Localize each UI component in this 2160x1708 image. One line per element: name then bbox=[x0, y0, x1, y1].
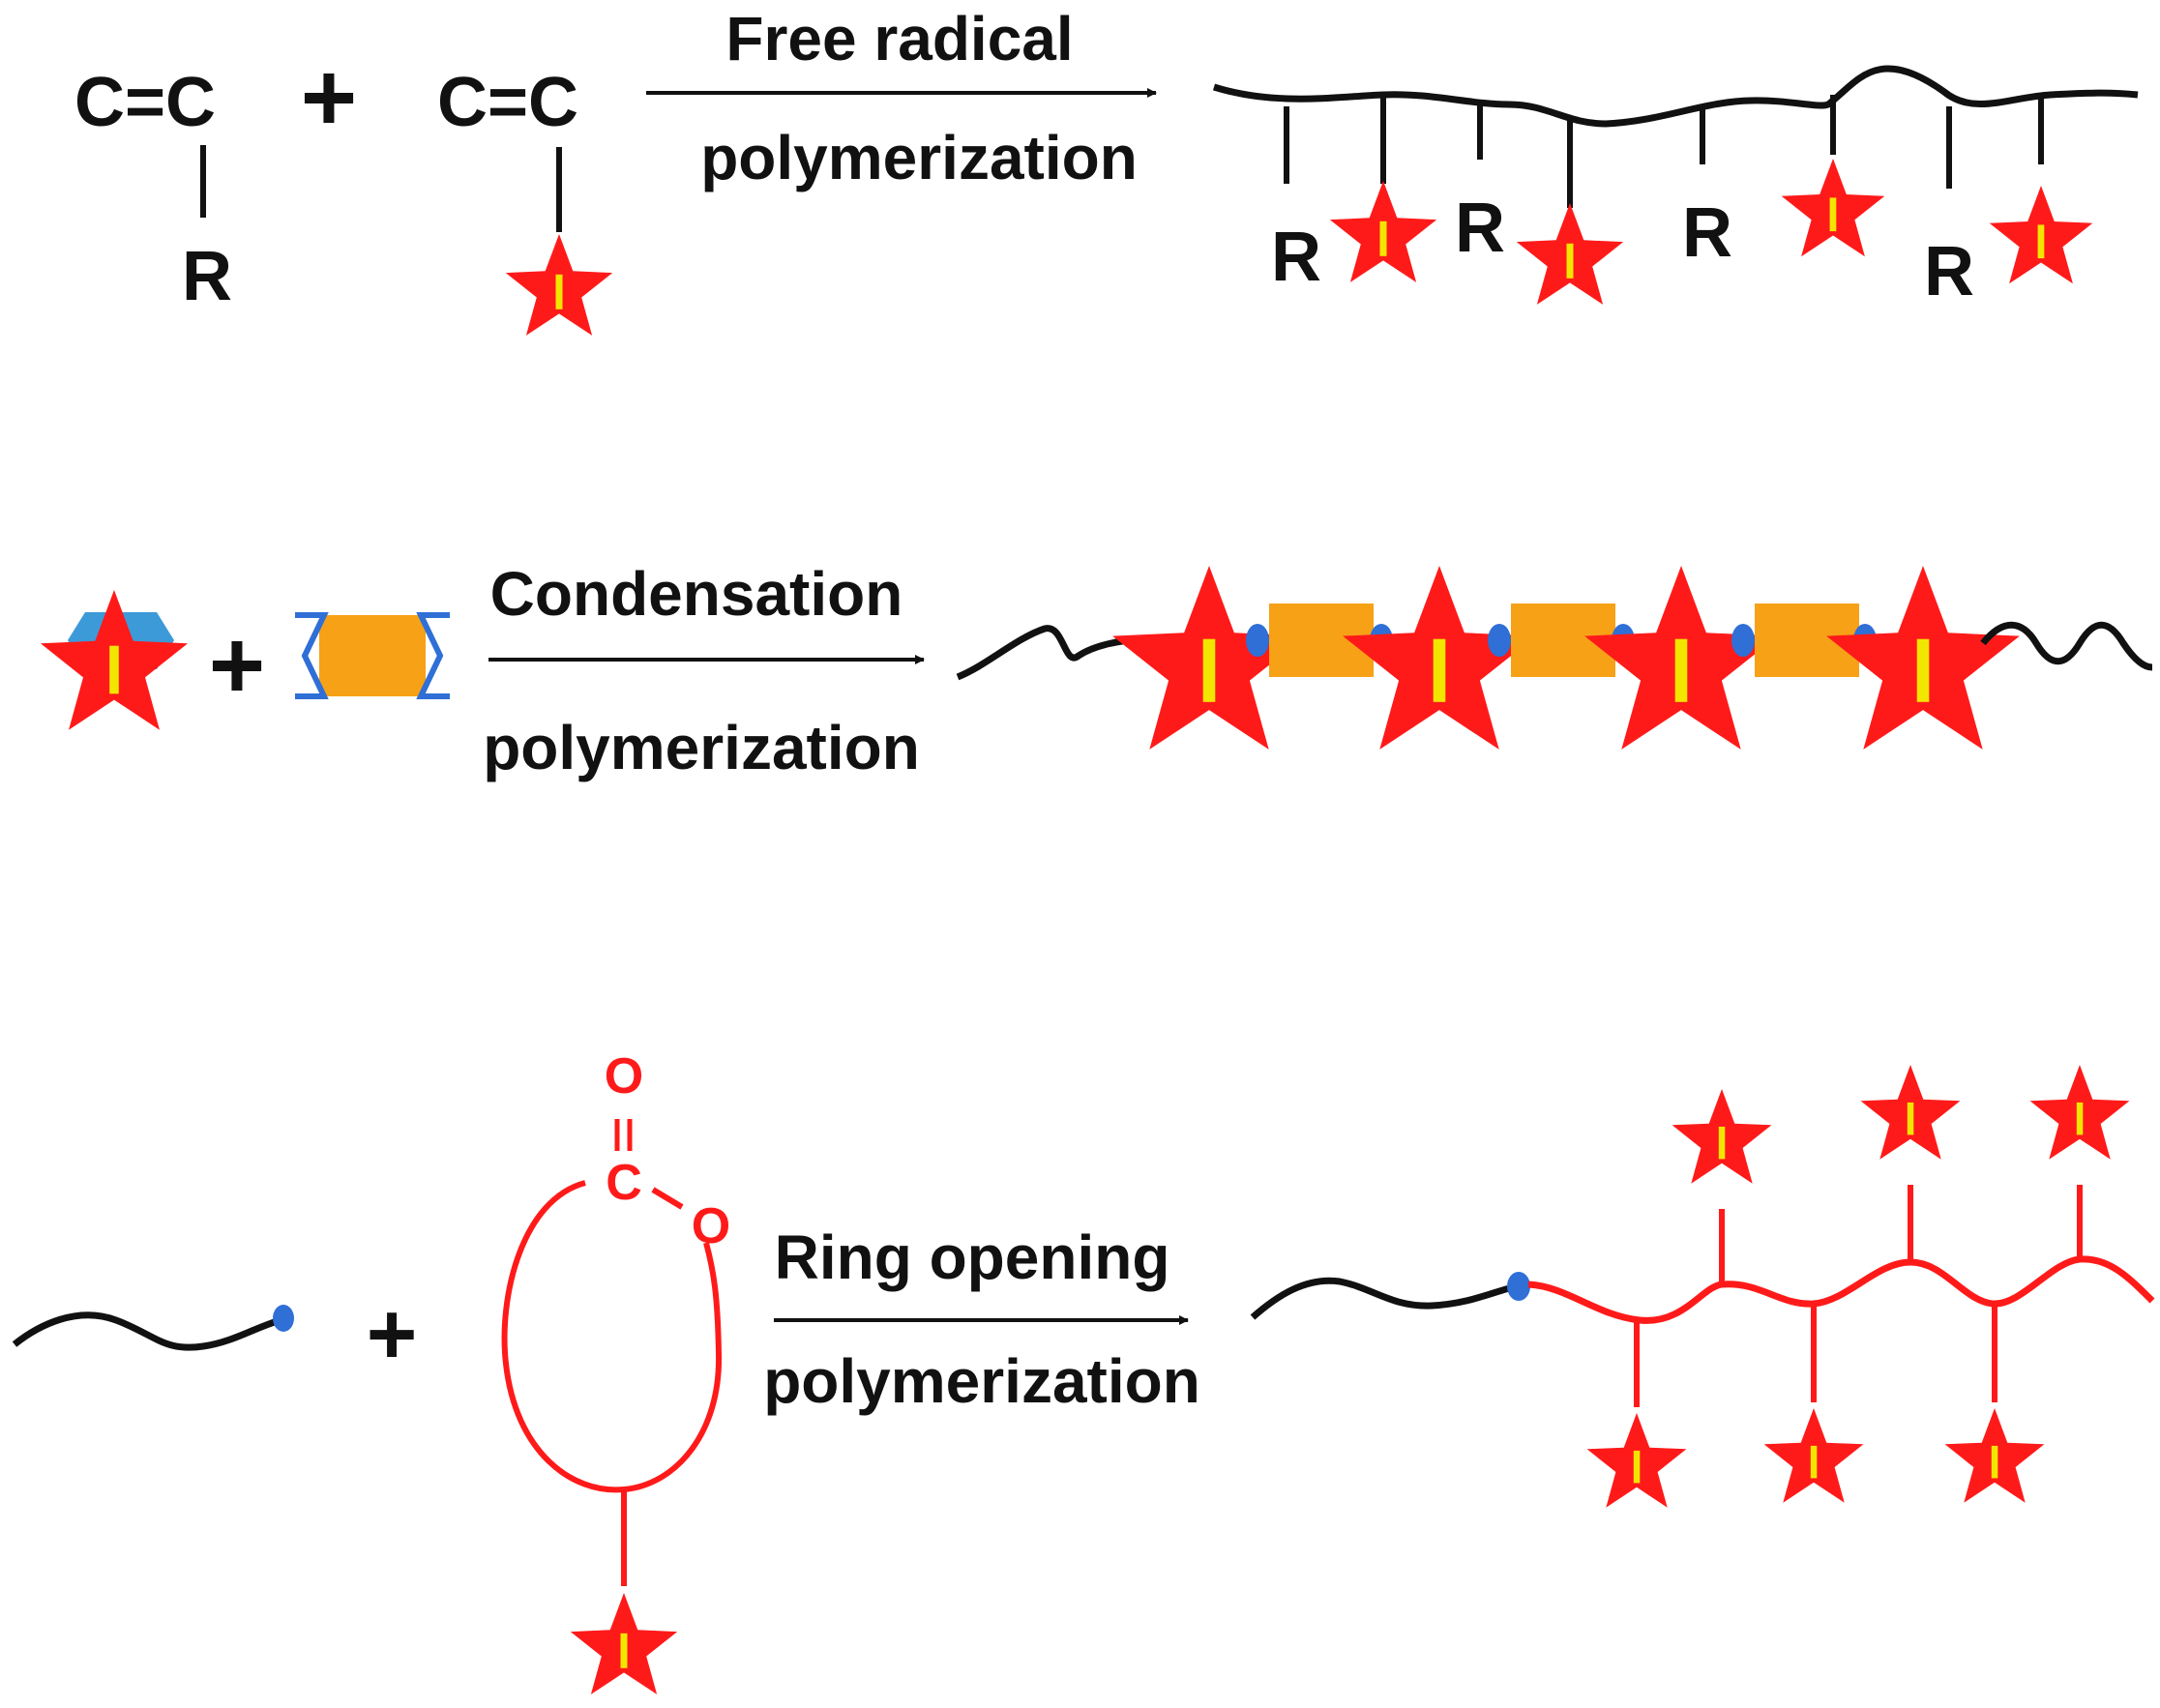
initiator-segment bbox=[1250, 1277, 1518, 1320]
pendant-star-4 bbox=[1989, 95, 2093, 284]
row2-plus: + bbox=[209, 611, 265, 720]
star-icon bbox=[2029, 1065, 2130, 1160]
pendant-star-1 bbox=[1329, 95, 1437, 282]
pendant-star-2 bbox=[1516, 118, 1624, 305]
ring-oxygen: O bbox=[692, 1198, 730, 1254]
monomer-b-formula: C=C bbox=[437, 64, 578, 141]
star-center-bar bbox=[1718, 1126, 1726, 1160]
monomer-block-connector bbox=[295, 612, 450, 699]
star-icon bbox=[1584, 566, 1778, 750]
condensation-product bbox=[956, 566, 2153, 750]
row1-plus: + bbox=[301, 44, 357, 152]
row3-plus: + bbox=[367, 1286, 418, 1383]
star-icon bbox=[40, 590, 189, 730]
star-center-bar bbox=[1566, 243, 1574, 279]
r-label: R bbox=[1271, 219, 1321, 296]
arrow-label-line1: Free radical bbox=[725, 4, 1073, 74]
link-dot bbox=[1731, 624, 1755, 657]
carbonyl-carbon: C bbox=[606, 1155, 642, 1211]
pendant-r-1: R bbox=[1271, 106, 1321, 296]
star-icon bbox=[1516, 203, 1624, 305]
star-icon bbox=[505, 234, 613, 336]
initiator-end-dot bbox=[273, 1305, 294, 1332]
star-center-bar bbox=[1829, 197, 1837, 232]
backbone-chain bbox=[1212, 65, 2139, 128]
star-icon bbox=[1989, 186, 2093, 284]
chain-end-left bbox=[956, 625, 1152, 681]
star-icon bbox=[570, 1593, 678, 1694]
junction-dot bbox=[1507, 1272, 1530, 1301]
star-icon bbox=[1343, 566, 1536, 750]
star-center-bar bbox=[620, 1633, 628, 1668]
connector-left-icon bbox=[295, 612, 329, 699]
arrow-label-line1: Condensation bbox=[490, 559, 903, 629]
connector-right-icon bbox=[416, 612, 450, 699]
star-center-bar bbox=[109, 645, 119, 694]
pendant-r-4: R bbox=[1924, 106, 1974, 310]
star-icon bbox=[1672, 1089, 1772, 1184]
monomer-a: C=C R bbox=[74, 64, 232, 315]
star-center-bar bbox=[2037, 224, 2045, 259]
star-center-bar bbox=[1810, 1445, 1818, 1479]
macroinitiator bbox=[12, 1305, 294, 1351]
arrow-free-radical: Free radical polymerization bbox=[646, 4, 1157, 192]
star-icon bbox=[1826, 566, 2020, 750]
arrow-label-line2: polymerization bbox=[483, 713, 920, 782]
pendant-r-2: R bbox=[1455, 102, 1505, 267]
ring-co-bond bbox=[651, 1187, 684, 1210]
star-icon bbox=[1112, 566, 1306, 750]
star-icon bbox=[1860, 1065, 1961, 1160]
arrow-label-line2: polymerization bbox=[700, 123, 1138, 192]
ring-opening-product bbox=[1250, 1065, 2155, 1508]
star-center-bar bbox=[1433, 638, 1446, 702]
star-center-bar bbox=[1916, 638, 1930, 702]
star-center-bar bbox=[1202, 638, 1216, 702]
free-radical-product: R R R R bbox=[1212, 65, 2139, 310]
monomer-b: C=C bbox=[437, 64, 613, 336]
monomer-a-formula: C=C bbox=[74, 64, 216, 141]
r-label: R bbox=[1682, 194, 1732, 272]
star-center-bar bbox=[1633, 1450, 1641, 1484]
row-condensation: + Condensation polymerization bbox=[40, 559, 2153, 782]
pendant-star-3 bbox=[1781, 95, 1885, 257]
star-center-bar bbox=[555, 274, 563, 309]
arrow-ring-opening: Ring opening polymerization bbox=[763, 1222, 1200, 1416]
arrow-label-line1: Ring opening bbox=[775, 1222, 1170, 1292]
star-center-bar bbox=[1907, 1102, 1914, 1135]
r-label: R bbox=[1455, 190, 1505, 267]
star-center-bar bbox=[1991, 1445, 1998, 1479]
row-free-radical: C=C R + C=C Free radical polymerization … bbox=[74, 4, 2139, 336]
star-center-bar bbox=[2076, 1102, 2084, 1135]
arrow-label-line2: polymerization bbox=[763, 1346, 1200, 1416]
star-center-bar bbox=[1674, 638, 1688, 702]
link-dot bbox=[1246, 624, 1269, 657]
carbonyl-oxygen: O bbox=[605, 1048, 643, 1104]
block-icon bbox=[319, 615, 426, 696]
row-ring-opening: + O C O Ring opening polymerization bbox=[12, 1048, 2155, 1694]
star-icon bbox=[1781, 159, 1885, 257]
arrow-condensation: Condensation polymerization bbox=[483, 559, 925, 782]
cyclic-monomer: O C O bbox=[501, 1048, 730, 1694]
star-icon bbox=[1763, 1408, 1864, 1503]
star-icon bbox=[1586, 1413, 1687, 1508]
pendant-r-3: R bbox=[1682, 104, 1732, 272]
star-center-bar bbox=[1379, 221, 1387, 256]
r-label: R bbox=[1924, 233, 1974, 310]
red-backbone bbox=[1527, 1255, 2155, 1324]
ring-icon bbox=[501, 1180, 723, 1493]
monomer-a-substituent: R bbox=[182, 238, 232, 315]
monomer-star-hexagon bbox=[40, 590, 189, 730]
star-icon bbox=[1329, 181, 1437, 282]
chain-end-right bbox=[1980, 621, 2153, 671]
star-icon bbox=[1944, 1408, 2045, 1503]
link-dot bbox=[1488, 624, 1511, 657]
initiator-chain bbox=[12, 1311, 281, 1351]
